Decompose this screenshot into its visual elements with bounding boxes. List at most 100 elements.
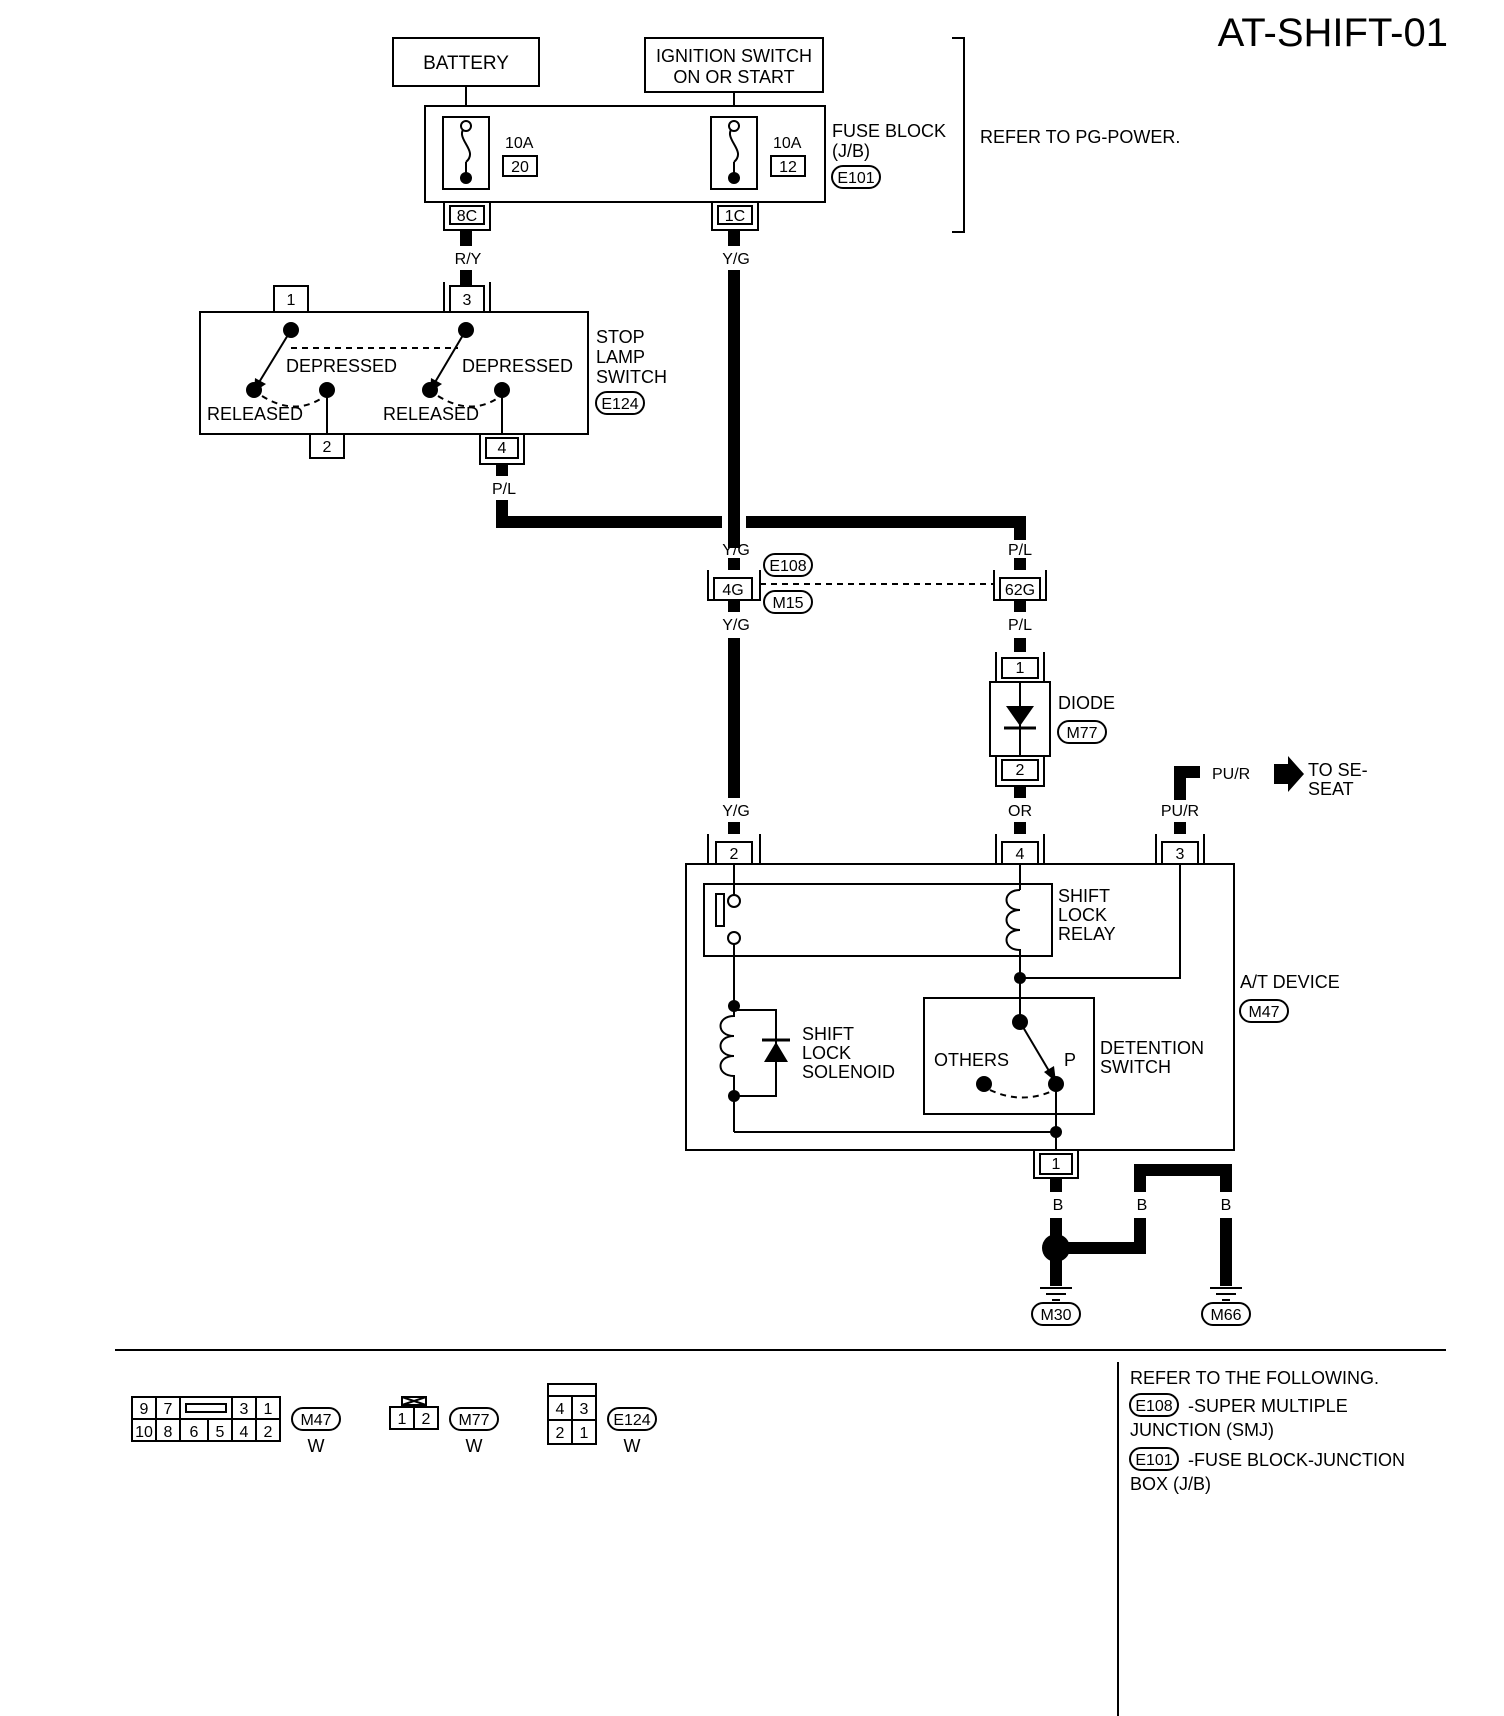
- diagram-code: AT-SHIFT-01: [1218, 11, 1448, 55]
- m77-pin-2: 2: [422, 1411, 431, 1428]
- stop-depressed-left: DEPRESSED: [286, 356, 397, 376]
- wire-pur-label-arrow: PU/R: [1212, 766, 1250, 783]
- relay-label-2: LOCK: [1058, 905, 1107, 925]
- references-heading: REFER TO THE FOLLOWING.: [1130, 1368, 1379, 1388]
- m47-pin-4: 4: [240, 1424, 249, 1441]
- stop-released-left: RELEASED: [207, 404, 303, 424]
- fuse-block: 10A 20 10A 12 8C 1C: [424, 86, 826, 231]
- stop-pin-1: 1: [287, 292, 296, 309]
- ignition-label-line1: IGNITION SWITCH: [656, 46, 812, 66]
- wire-pl-label-smj-top: P/L: [1008, 542, 1032, 559]
- smj-connector-m15: M15: [772, 595, 803, 612]
- connector-view-m77: 1 2 M77 W: [389, 1396, 499, 1456]
- diode-connector: M77: [1066, 725, 1097, 742]
- at-device: 2 4 3 1: [685, 834, 1235, 1179]
- m47-pin-2: 2: [264, 1424, 273, 1441]
- detention-label-2: SWITCH: [1100, 1057, 1171, 1077]
- relay-label-3: RELAY: [1058, 924, 1116, 944]
- e124-pin-4: 4: [556, 1401, 565, 1418]
- stop-depressed-right: DEPRESSED: [462, 356, 573, 376]
- solenoid-label-1: SHIFT: [802, 1024, 854, 1044]
- ground-symbol-m30: [1040, 1287, 1072, 1301]
- atdevice-pin-4: 4: [1016, 846, 1025, 863]
- wire-pur-label-atdevice: PU/R: [1161, 803, 1199, 820]
- detention-p: P: [1064, 1050, 1076, 1070]
- m47-pin-8: 8: [164, 1424, 173, 1441]
- m47-pin-5: 5: [216, 1424, 225, 1441]
- wire-yg-label-smj-bottom: Y/G: [722, 617, 750, 634]
- m47-pin-7: 7: [164, 1401, 173, 1418]
- e124-pin-3: 3: [580, 1401, 589, 1418]
- m77-view-color: W: [466, 1436, 483, 1456]
- fuse-block-jb: (J/B): [832, 141, 870, 161]
- fuse-right-number: 12: [779, 159, 797, 176]
- stop-lamp-label-1: STOP: [596, 327, 645, 347]
- m47-pin-10: 10: [135, 1424, 153, 1441]
- solenoid-label-2: LOCK: [802, 1043, 851, 1063]
- diode-pin-2: 2: [1016, 762, 1025, 779]
- fuse-left-amp: 10A: [505, 135, 534, 152]
- solenoid-label-3: SOLENOID: [802, 1062, 895, 1082]
- ignition-label-line2: ON OR START: [673, 67, 794, 87]
- smj-terminal-62g: 62G: [1005, 582, 1035, 599]
- e124-pin-2: 2: [556, 1425, 565, 1442]
- detention-others: OTHERS: [934, 1050, 1009, 1070]
- smj-terminal-4g: 4G: [722, 582, 743, 599]
- references-panel: REFER TO THE FOLLOWING. E108 -SUPER MULT…: [1129, 1368, 1405, 1494]
- ground-m30: M30: [1040, 1307, 1071, 1324]
- atdevice-pin-1: 1: [1052, 1156, 1061, 1173]
- fuse-block-refer: REFER TO PG-POWER.: [980, 127, 1180, 147]
- reference-1-line1: -SUPER MULTIPLE: [1188, 1396, 1348, 1416]
- battery-label: BATTERY: [423, 53, 509, 74]
- shift-lock-relay: [703, 883, 1053, 957]
- diode: 1 2: [989, 652, 1051, 787]
- wire-yg-label-atdevice: Y/G: [722, 803, 750, 820]
- wire-pl-label-smj-bottom: P/L: [1008, 617, 1032, 634]
- smj-connector-e108: E108: [769, 558, 806, 575]
- to-seat-line1: TO SE-: [1308, 760, 1368, 780]
- fuse-block-bracket: [952, 37, 965, 233]
- diode-label: DIODE: [1058, 693, 1115, 713]
- ground-symbol-m66: [1210, 1287, 1242, 1301]
- m47-view-name: M47: [300, 1412, 331, 1429]
- m77-view-name: M77: [458, 1412, 489, 1429]
- fuse-block-connector: E101: [837, 170, 874, 187]
- m47-view-color: W: [308, 1436, 325, 1456]
- connector-view-e124: 4 3 2 1 E124 W: [547, 1383, 657, 1456]
- m47-pin-3: 3: [240, 1401, 249, 1418]
- m47-pin-1: 1: [264, 1401, 273, 1418]
- wire-pl-label-stop: P/L: [492, 481, 516, 498]
- stop-released-right: RELEASED: [383, 404, 479, 424]
- e124-view-name: E124: [613, 1412, 650, 1429]
- ignition-switch-box: IGNITION SWITCH ON OR START: [644, 37, 824, 93]
- stop-pin-4: 4: [498, 440, 507, 457]
- e124-view-color: W: [624, 1436, 641, 1456]
- fuse-block-label: FUSE BLOCK: [832, 121, 946, 141]
- wire-b-label-1: B: [1053, 1197, 1064, 1214]
- to-seat-arrow-icon: [1274, 756, 1304, 792]
- stop-pin-3: 3: [463, 292, 472, 309]
- stop-lamp-connector: E124: [601, 396, 638, 413]
- atdevice-pin-2: 2: [730, 846, 739, 863]
- to-seat-line2: SEAT: [1308, 779, 1354, 799]
- battery-box: BATTERY: [392, 37, 540, 87]
- reference-2-line1: -FUSE BLOCK-JUNCTION: [1188, 1450, 1405, 1470]
- stop-lamp-switch: 1 3 2 4 DEPRESSED DEPRESSED RELEASED REL…: [199, 282, 589, 465]
- e124-pin-1: 1: [580, 1425, 589, 1442]
- atdevice-pin-3: 3: [1176, 846, 1185, 863]
- detention-switch: [923, 997, 1095, 1115]
- connector-view-m47: 9 7 3 1 10 8 6 5 4 2 M47 W: [131, 1396, 341, 1456]
- fuse-left-number: 20: [511, 159, 529, 176]
- at-device-connector: M47: [1248, 1004, 1279, 1021]
- fuse-terminal-left: 8C: [457, 208, 477, 225]
- reference-1-line2: JUNCTION (SMJ): [1130, 1420, 1274, 1440]
- fuse-terminal-right: 1C: [725, 208, 745, 225]
- wire-yg-label-top: Y/G: [722, 251, 750, 268]
- diode-pin-1: 1: [1016, 660, 1025, 677]
- detention-label-1: DETENTION: [1100, 1038, 1204, 1058]
- m77-pin-1: 1: [398, 1411, 407, 1428]
- relay-label-1: SHIFT: [1058, 886, 1110, 906]
- ground-m66: M66: [1210, 1307, 1241, 1324]
